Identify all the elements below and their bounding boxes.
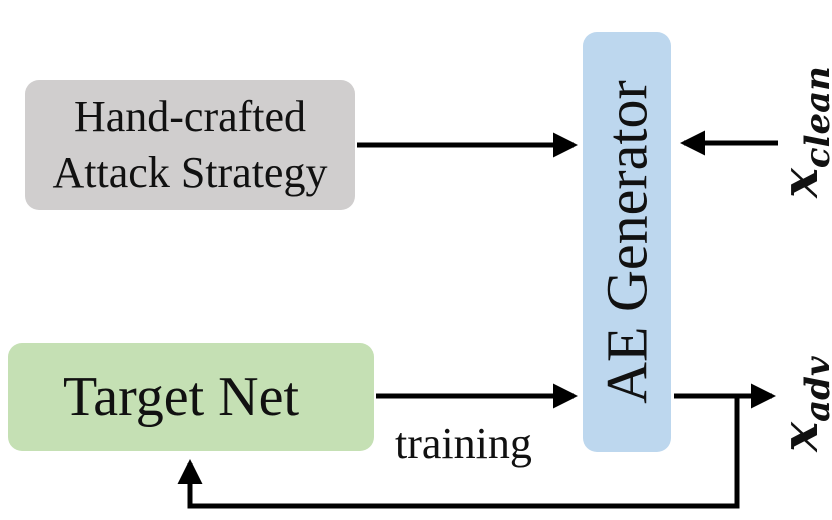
target-net-node: Target Net bbox=[8, 343, 374, 451]
attack-strategy-node: Hand-crafted Attack Strategy bbox=[25, 80, 355, 210]
attack-strategy-label-line1: Hand-crafted bbox=[73, 92, 307, 141]
ae-generator-node: AE Generator bbox=[583, 32, 671, 452]
target-net-label: Target Net bbox=[62, 366, 300, 428]
training-edge-label: training bbox=[395, 419, 532, 468]
feedback-arrow bbox=[177, 398, 740, 509]
attack-strategy-label-line2: Attack Strategy bbox=[52, 148, 328, 197]
